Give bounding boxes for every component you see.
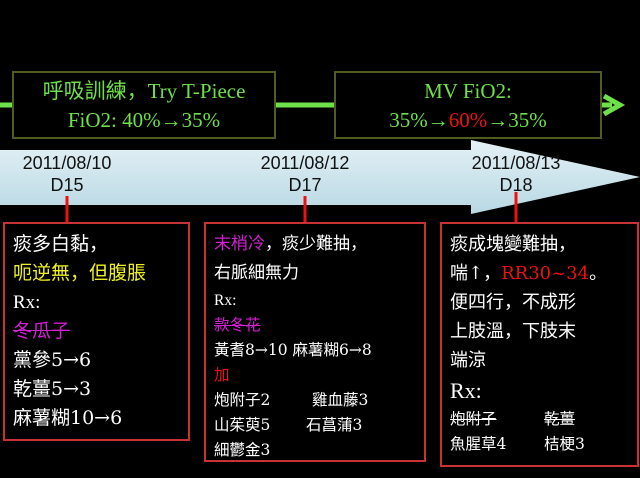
respiratory-rate: RR30~34	[501, 263, 590, 284]
added-herbs-row: 魚腥草4 桔梗3	[450, 432, 629, 457]
symptom: 喘↑，RR30~34。	[450, 259, 629, 288]
added-herb: 細鬱金3	[214, 441, 271, 459]
symptom: 便四行，不成形	[450, 292, 576, 313]
symptom: 呃逆無，但腹脹	[13, 262, 147, 284]
event-line: 35%→60%→35%	[336, 106, 600, 135]
added-herbs-row: 山茱萸5 石菖蒲3	[214, 413, 416, 438]
date-label-d18: 2011/08/13 D18	[456, 152, 576, 196]
removed-herb: 炮附子	[450, 410, 497, 428]
rx-label: Rx:	[13, 292, 41, 313]
removed-herb: 款冬花	[214, 316, 261, 334]
rx-label: Rx:	[214, 292, 237, 309]
symptom-text: 喘↑，	[450, 263, 502, 284]
symptom: 上肢溫，下肢末	[450, 321, 576, 342]
date-label-d15: 2011/08/10 D15	[7, 152, 127, 196]
date-label-d17: 2011/08/12 D17	[245, 152, 365, 196]
added-herb: 石菖蒲3	[306, 416, 363, 434]
day: D15	[50, 175, 84, 195]
symptom: 端涼	[450, 350, 486, 371]
added-herb: 桔梗3	[544, 435, 585, 453]
herb-change: 麻薯糊10→6	[13, 407, 123, 429]
day: D17	[288, 175, 322, 195]
day: D18	[499, 175, 533, 195]
note-box-d18: 痰成塊變難抽， 喘↑，RR30~34。 便四行，不成形 上肢溫，下肢末 端涼 R…	[440, 222, 639, 467]
event-line: 呼吸訓練，Try T-Piece	[42, 79, 246, 103]
event-line: FiO2: 40%→35%	[67, 108, 221, 132]
symptom: 痰多白黏，	[13, 233, 109, 255]
symptom-highlight: 末梢冷	[214, 234, 265, 254]
date: 2011/08/10	[22, 153, 112, 173]
note-box-d15: 痰多白黏， 呃逆無，但腹脹 Rx: 冬瓜子 黨參5→6 乾薑5→3 麻薯糊10→…	[3, 222, 190, 441]
note-box-d17: 末梢冷，痰少難抽， 右脈細無力 Rx: 款冬花 黃耆8→10 麻薯糊6→8 加 …	[204, 222, 426, 462]
fio2-start: 35%→	[389, 108, 449, 132]
removed-herbs-row: 炮附子 乾薑	[450, 407, 629, 432]
added-herb: 雞血藤3	[312, 391, 369, 409]
symptom: 右脈細無力	[214, 263, 299, 283]
herb-change: 乾薑5→3	[13, 378, 92, 400]
added-herb: 炮附子2	[214, 391, 271, 409]
symptom-text: 。	[589, 263, 608, 284]
green-arrow-head-icon	[602, 93, 626, 117]
date-band-arrow	[0, 140, 640, 214]
added-herbs-row: 炮附子2 雞血藤3	[214, 388, 416, 413]
add-label: 加	[214, 366, 230, 384]
herb-change: 黃耆8→10 麻薯糊6→8	[214, 341, 372, 359]
date: 2011/08/13	[471, 153, 561, 173]
removed-herb: 冬瓜子	[13, 320, 71, 342]
event-box-breathing-training: 呼吸訓練，Try T-Piece FiO2: 40%→35%	[12, 71, 276, 139]
rx-label: Rx:	[450, 378, 482, 403]
symptom-text: ，痰少難抽，	[265, 234, 367, 254]
fio2-end: →35%	[487, 108, 547, 132]
date: 2011/08/12	[260, 153, 350, 173]
symptom: 末梢冷，痰少難抽，	[214, 230, 416, 259]
event-box-mv-fio2: MV FiO2: 35%→60%→35%	[334, 71, 602, 139]
symptom: 痰成塊變難抽，	[450, 234, 576, 255]
added-herb: 魚腥草4	[450, 435, 507, 453]
event-line: MV FiO2:	[424, 79, 512, 103]
herb-change: 黨參5→6	[13, 349, 92, 371]
added-herb: 山茱萸5	[214, 416, 271, 434]
fio2-peak: 60%	[448, 108, 488, 132]
removed-herb: 乾薑	[544, 410, 576, 428]
